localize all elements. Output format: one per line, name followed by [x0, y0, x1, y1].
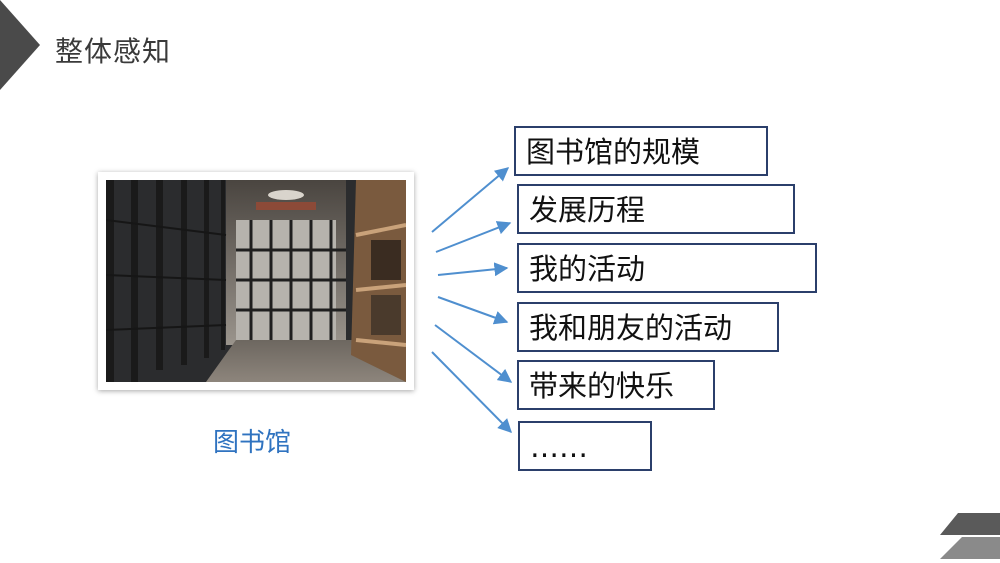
library-photo: [106, 180, 406, 382]
arrow-3: [437, 262, 509, 277]
corner-decoration-bottom-right: [940, 513, 1000, 559]
topic-box-happiness: 带来的快乐: [517, 360, 715, 410]
topic-box-my-activities: 我的活动: [517, 243, 817, 293]
arrow-5: [434, 324, 513, 383]
topic-box-scale: 图书馆的规模: [514, 126, 768, 176]
library-photo-frame: [98, 172, 414, 390]
arrow-4: [437, 296, 509, 325]
topic-box-friends-activities: 我和朋友的活动: [517, 302, 779, 352]
arrow-1: [431, 167, 510, 233]
topic-box-history: 发展历程: [517, 184, 795, 234]
corner-decoration-top-left: [0, 0, 40, 90]
arrow-6: [431, 351, 512, 433]
arrow-2: [435, 221, 512, 253]
topic-box-ellipsis: ……: [518, 421, 652, 471]
page-title: 整体感知: [55, 35, 172, 68]
photo-caption: 图书馆: [213, 428, 292, 458]
